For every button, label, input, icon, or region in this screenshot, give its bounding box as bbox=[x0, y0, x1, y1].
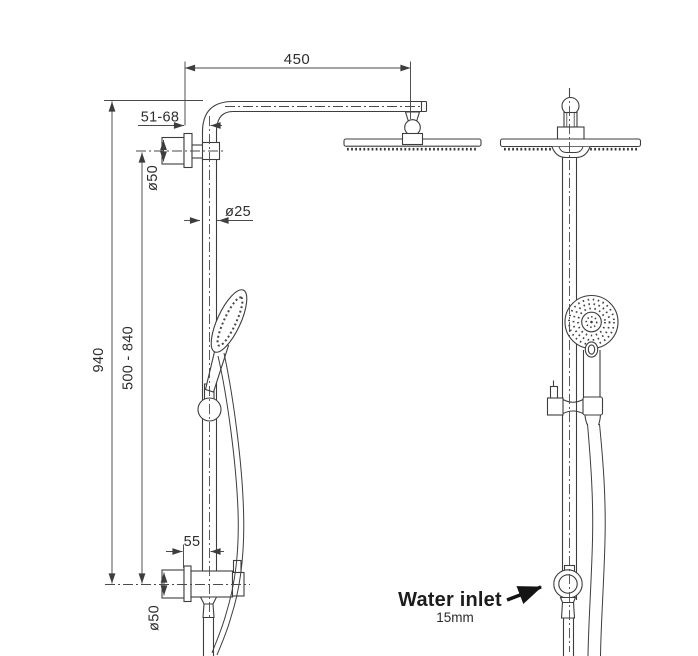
wall-bracket-top bbox=[161, 132, 221, 169]
dimension-wall-offset: 51-68 bbox=[138, 110, 222, 129]
dim-pipe-diameter-label: ø25 bbox=[225, 204, 251, 220]
dim-bottom-offset-label: 55 bbox=[184, 534, 201, 550]
outlet-hose bbox=[202, 617, 215, 656]
dimension-arm-length: 450 bbox=[184, 51, 411, 126]
dim-total-height-label: 940 bbox=[91, 347, 107, 372]
water-inlet-size-label: 15mm bbox=[436, 610, 474, 625]
water-inlet-callout: Water inlet 15mm bbox=[398, 585, 543, 625]
hand-shower-nozzle-dots bbox=[568, 298, 615, 346]
dim-wall-offset-label: 51-68 bbox=[141, 110, 180, 126]
head-fitting bbox=[401, 132, 424, 146]
riser-pipe-front bbox=[561, 141, 578, 600]
dimension-bottom-flange: ø50 bbox=[147, 572, 168, 631]
dimension-bottom-offset: 55 bbox=[166, 534, 224, 568]
handle-mask bbox=[583, 350, 600, 399]
water-inlet-fitting bbox=[553, 564, 583, 656]
arm-ball-joint bbox=[404, 111, 421, 136]
dimension-total-height: 940 bbox=[91, 100, 203, 584]
shower-hose-side bbox=[211, 352, 245, 656]
slider-knob bbox=[549, 385, 559, 400]
dim-top-flange-label: ø50 bbox=[145, 165, 161, 191]
dimension-pipe-diameter: ø25 bbox=[184, 204, 253, 224]
rain-shower-head-front bbox=[499, 138, 642, 159]
outlet-collar bbox=[199, 596, 218, 605]
dimension-top-flange: ø50 bbox=[145, 140, 167, 191]
rain-shower-head-side bbox=[343, 132, 482, 151]
inlet-cone bbox=[560, 601, 576, 619]
inlet-ring-inner bbox=[558, 574, 578, 594]
outlet-cone bbox=[202, 603, 215, 619]
dim-adjust-range-label: 500 - 840 bbox=[121, 326, 137, 390]
slider-bracket bbox=[546, 380, 604, 426]
dim-arm-length-label: 450 bbox=[284, 51, 311, 68]
side-view: 450 51-68 ø50 ø25 bbox=[91, 51, 482, 656]
hand-shower-side bbox=[204, 289, 248, 393]
inlet-hose bbox=[562, 618, 575, 656]
hand-shower-face-texture bbox=[216, 296, 244, 347]
mixer-valve bbox=[161, 559, 245, 656]
mixer-lever bbox=[232, 559, 242, 574]
water-inlet-label: Water inlet bbox=[398, 589, 502, 611]
handle-clip bbox=[584, 341, 599, 358]
centerlines-side bbox=[105, 106, 422, 620]
top-ball-joint bbox=[556, 88, 585, 141]
shower-hose-front bbox=[587, 423, 606, 656]
callout-arrow bbox=[506, 585, 543, 604]
dimension-adjust-range: 500 - 840 bbox=[121, 152, 146, 584]
riser-pipe-and-arm bbox=[201, 100, 428, 571]
front-view bbox=[499, 88, 642, 656]
hand-shower-front bbox=[564, 294, 619, 399]
dim-bottom-flange-label: ø50 bbox=[147, 605, 163, 631]
handle-sides bbox=[582, 350, 601, 399]
dimensions: 450 51-68 ø50 ø25 bbox=[91, 51, 411, 631]
